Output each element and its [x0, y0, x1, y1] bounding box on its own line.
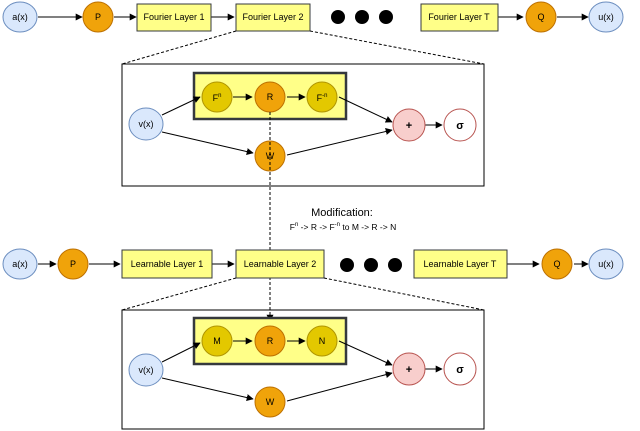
bottom-input-label: a(x) [12, 259, 28, 269]
top-layer1-label: Fourier Layer 1 [143, 12, 204, 22]
bottom-zoom-line-right [323, 277, 485, 311]
top-f-label: Fn [213, 93, 222, 103]
top-layer1-box [136, 3, 212, 32]
bottom-layer2-label: Learnable Layer 2 [244, 259, 317, 269]
top-zoom-line-left [121, 30, 237, 65]
bottom-lift-node [57, 248, 89, 280]
bottom-input-node [2, 248, 38, 280]
bottom-lift-label: P [70, 259, 76, 269]
top-lift-label: P [95, 12, 101, 22]
bottom-r-node [254, 325, 286, 357]
bottom-ellipsis-dot [388, 258, 402, 272]
top-ellipsis-dot [331, 10, 345, 24]
bottom-detail-input-label: v(x) [139, 365, 154, 375]
top-output-node [588, 1, 624, 33]
bottom-plus-node [392, 352, 426, 386]
bottom-chain: a(x) P Learnable Layer 1 Learnable Layer… [2, 248, 624, 311]
top-zoom-line-right [309, 30, 485, 65]
top-layerT-box [420, 3, 499, 32]
top-layerT-label: Fourier Layer T [428, 12, 490, 22]
bottom-r-label: R [267, 336, 274, 346]
bottom-sigma-node [443, 352, 477, 386]
top-r-label: R [267, 92, 274, 102]
top-project-node [525, 1, 557, 33]
bottom-project-label: Q [553, 259, 560, 269]
top-layer2-box [235, 3, 311, 32]
bottom-w-node [254, 386, 286, 418]
bottom-w-label: W [266, 397, 275, 407]
bottom-ellipsis-dot [340, 258, 354, 272]
bottom-detail-input-node [128, 353, 164, 387]
bottom-m-node [201, 325, 233, 357]
top-f-node [201, 81, 233, 113]
modification-title: Modification: [311, 207, 373, 219]
top-ellipsis-dot [379, 10, 393, 24]
top-ellipsis-dot [355, 10, 369, 24]
top-output-label: u(x) [598, 12, 614, 22]
bottom-detail-frame [121, 309, 485, 430]
bottom-output-label: u(x) [598, 259, 614, 269]
bottom-n-node [306, 325, 338, 357]
bottom-n-label: N [319, 336, 326, 346]
top-layer2-label: Fourier Layer 2 [242, 12, 303, 22]
top-sigma-label: σ [456, 120, 464, 132]
top-w-node [254, 140, 286, 172]
bottom-plus-label: + [406, 364, 412, 376]
top-plus-label: + [406, 120, 412, 132]
top-finv-label: F-n [317, 93, 328, 103]
bottom-detail-panel: v(x) M R N W + σ [121, 309, 485, 430]
top-w-label: W [266, 151, 275, 161]
top-finv-node [306, 81, 338, 113]
bottom-ellipsis-dot [364, 258, 378, 272]
top-input-label: a(x) [12, 12, 28, 22]
bottom-zoom-line-left [121, 277, 237, 311]
top-detail-input-label: v(x) [139, 119, 154, 129]
bottom-m-label: M [213, 336, 221, 346]
bottom-layer1-label: Learnable Layer 1 [131, 259, 204, 269]
top-plus-node [392, 108, 426, 142]
bottom-layer1-box [121, 249, 213, 279]
top-input-node [2, 1, 38, 33]
bottom-sigma-label: σ [456, 364, 464, 376]
top-detail-panel: v(x) Fn R F-n W + σ [121, 63, 485, 187]
top-chain: a(x) P Fourier Layer 1 Fourier Layer 2 F… [2, 1, 624, 65]
bottom-output-node [588, 248, 624, 280]
bottom-layer2-box [235, 249, 325, 279]
top-detail-input-node [128, 107, 164, 141]
modification-text: Fn -> R -> F-n to M -> R -> N [290, 222, 396, 232]
top-sigma-node [443, 108, 477, 142]
bottom-project-node [541, 248, 573, 280]
modification-note: Modification: Fn -> R -> F-n to M -> R -… [276, 205, 410, 233]
bottom-layerT-box [413, 249, 508, 279]
top-project-label: Q [537, 12, 544, 22]
top-lift-node [82, 1, 114, 33]
bottom-layerT-label: Learnable Layer T [424, 259, 497, 269]
